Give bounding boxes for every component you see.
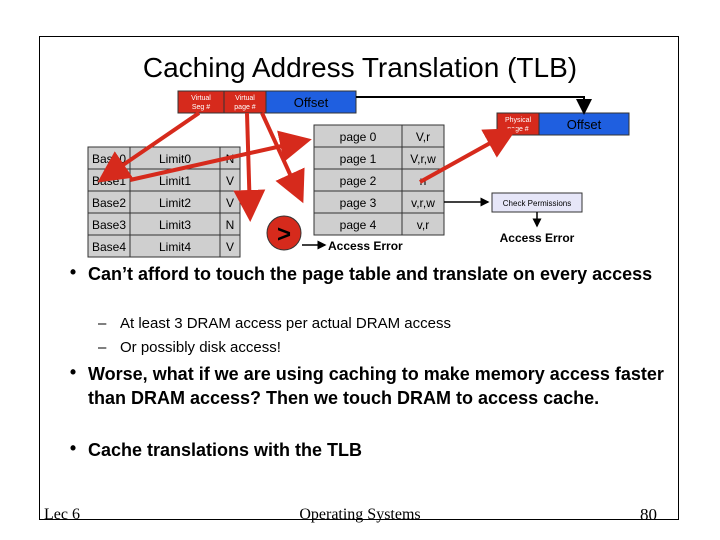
segment-valid-cell: N [226, 218, 235, 232]
physical-offset-label: Offset [567, 117, 602, 132]
address-translation-diagram: Virtual Seg # Virtual page # Offset Phys… [87, 90, 630, 258]
segment-base-cell: Base3 [92, 218, 126, 232]
page-entry-cell: page 0 [340, 130, 377, 144]
slide-title: Caching Address Translation (TLB) [142, 52, 578, 83]
bullet-item: • Cache translations with the TLB [58, 438, 362, 462]
bullet-dot: • [69, 438, 77, 458]
page-entry-cell: page 3 [340, 196, 377, 210]
physical-page-label-1: Physical [505, 117, 532, 124]
segment-limit-cell: Limit0 [159, 152, 191, 166]
footer-page-number: 80 [640, 505, 657, 524]
segment-valid-cell-bg [219, 234, 241, 258]
bullet-text: Can’t afford to touch the page table and… [88, 264, 653, 284]
slide-frame [39, 36, 679, 520]
limit-comparator: > [266, 215, 302, 251]
page-entry-cell: page 2 [340, 174, 377, 188]
page-perm-cell: V,r,w [410, 152, 436, 166]
virtual-offset-box [265, 90, 357, 114]
segment-base-cell: Base2 [92, 196, 126, 210]
page-perm-cell: v,r,w [411, 196, 435, 210]
access-error-label-1: Access Error [328, 239, 403, 253]
sub-bullet-text: Or possibly disk access! [120, 339, 281, 356]
physical-page-label-2: page # [507, 126, 529, 133]
virtual-address: Virtual Seg # Virtual page # Offset [177, 90, 357, 114]
page-entry-cell: page 1 [340, 152, 377, 166]
page-perm-cell-bg [401, 212, 445, 236]
segment-valid-cell: V [226, 196, 234, 210]
virtual-page-label-2: page # [234, 104, 256, 111]
virtual-seg-label-1: Virtual [191, 95, 211, 102]
sub-bullet-list: –At least 3 DRAM access per actual DRAM … [98, 312, 451, 360]
segment-limit-cell: Limit3 [159, 218, 191, 232]
compare-symbol: > [277, 221, 291, 248]
bullet-dot: • [69, 362, 77, 382]
access-error-label-2: Access Error [500, 231, 575, 245]
virtual-page-label-1: Virtual [235, 95, 255, 102]
bullet-text: Worse, what if we are using caching to m… [88, 364, 664, 408]
segment-valid-cell: V [226, 240, 234, 254]
check-permissions-label: Check Permissions [503, 199, 571, 208]
page-entry-cell: page 4 [340, 218, 377, 232]
segment-base-cell: Base4 [92, 240, 126, 254]
translation-arrows [97, 111, 517, 222]
page-perm-cell: V,r [416, 130, 430, 144]
segment-limit-cell: Limit4 [159, 240, 191, 254]
sub-bullet-item: –Or possibly disk access! [98, 336, 451, 360]
segment-limit-cell: Limit2 [159, 196, 191, 210]
virtual-seg-label-2: Seg # [192, 104, 210, 111]
bullet-dot: • [69, 262, 77, 282]
footer-course: Operating Systems [299, 506, 421, 523]
segment-limit-cell: Limit1 [159, 174, 191, 188]
footer-lecture: Lec 6 [44, 506, 80, 523]
bullet-item: • Can’t afford to touch the page table a… [58, 262, 652, 286]
page-perm-cell: v,r [417, 218, 429, 232]
bullet-text: Cache translations with the TLB [88, 440, 363, 460]
sub-bullet-item: –At least 3 DRAM access per actual DRAM … [98, 312, 451, 336]
sub-bullet-text: At least 3 DRAM access per actual DRAM a… [120, 315, 451, 332]
physical-address: Physical page # Offset [496, 112, 630, 136]
segment-valid-cell: V [226, 174, 234, 188]
offset-arrow [356, 96, 592, 115]
virtual-offset-label: Offset [294, 95, 329, 110]
bullet-item: • Worse, what if we are using caching to… [58, 362, 668, 410]
